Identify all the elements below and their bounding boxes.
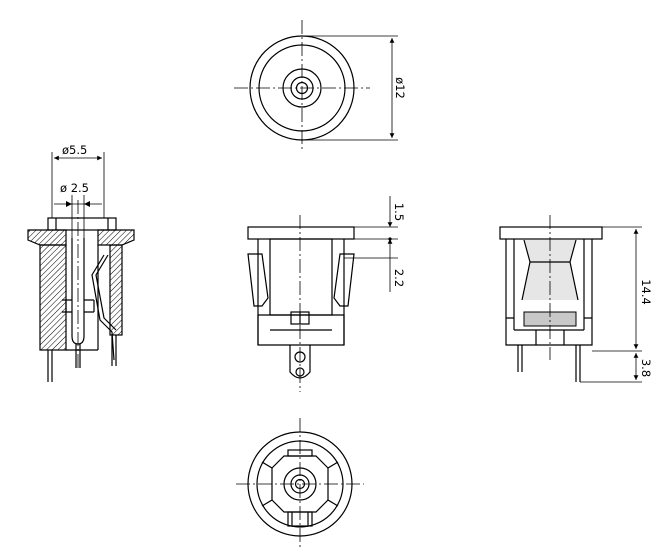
front-snap-left xyxy=(247,253,269,307)
bottom-view xyxy=(236,418,364,548)
flange-diameter-label: ø5.5 xyxy=(62,143,87,157)
front-snap-right xyxy=(333,253,355,307)
pin-diameter-label: ø 2.5 xyxy=(60,181,89,195)
front-flange xyxy=(247,226,355,240)
pin-length-label: 3.8 xyxy=(639,359,653,377)
section-wall-right xyxy=(109,244,123,336)
side-flange xyxy=(499,226,603,240)
body-height-label: 14.4 xyxy=(639,279,653,305)
section-flange-left xyxy=(27,229,67,246)
snap-gap-label: 2.2 xyxy=(392,269,406,287)
front-body xyxy=(269,238,333,316)
section-spring-contact xyxy=(91,254,115,361)
outer-diameter-label: ø12 xyxy=(393,77,407,99)
front-view: 1.5 2.2 xyxy=(247,196,406,392)
section-wall-left xyxy=(39,244,67,351)
section-flange-right xyxy=(97,229,135,246)
side-view: 14.4 3.8 xyxy=(499,215,653,383)
flange-thickness-label: 1.5 xyxy=(392,203,406,221)
top-view: ø12 xyxy=(234,20,407,152)
section-view: ø5.5 ø 2.5 xyxy=(27,143,135,382)
